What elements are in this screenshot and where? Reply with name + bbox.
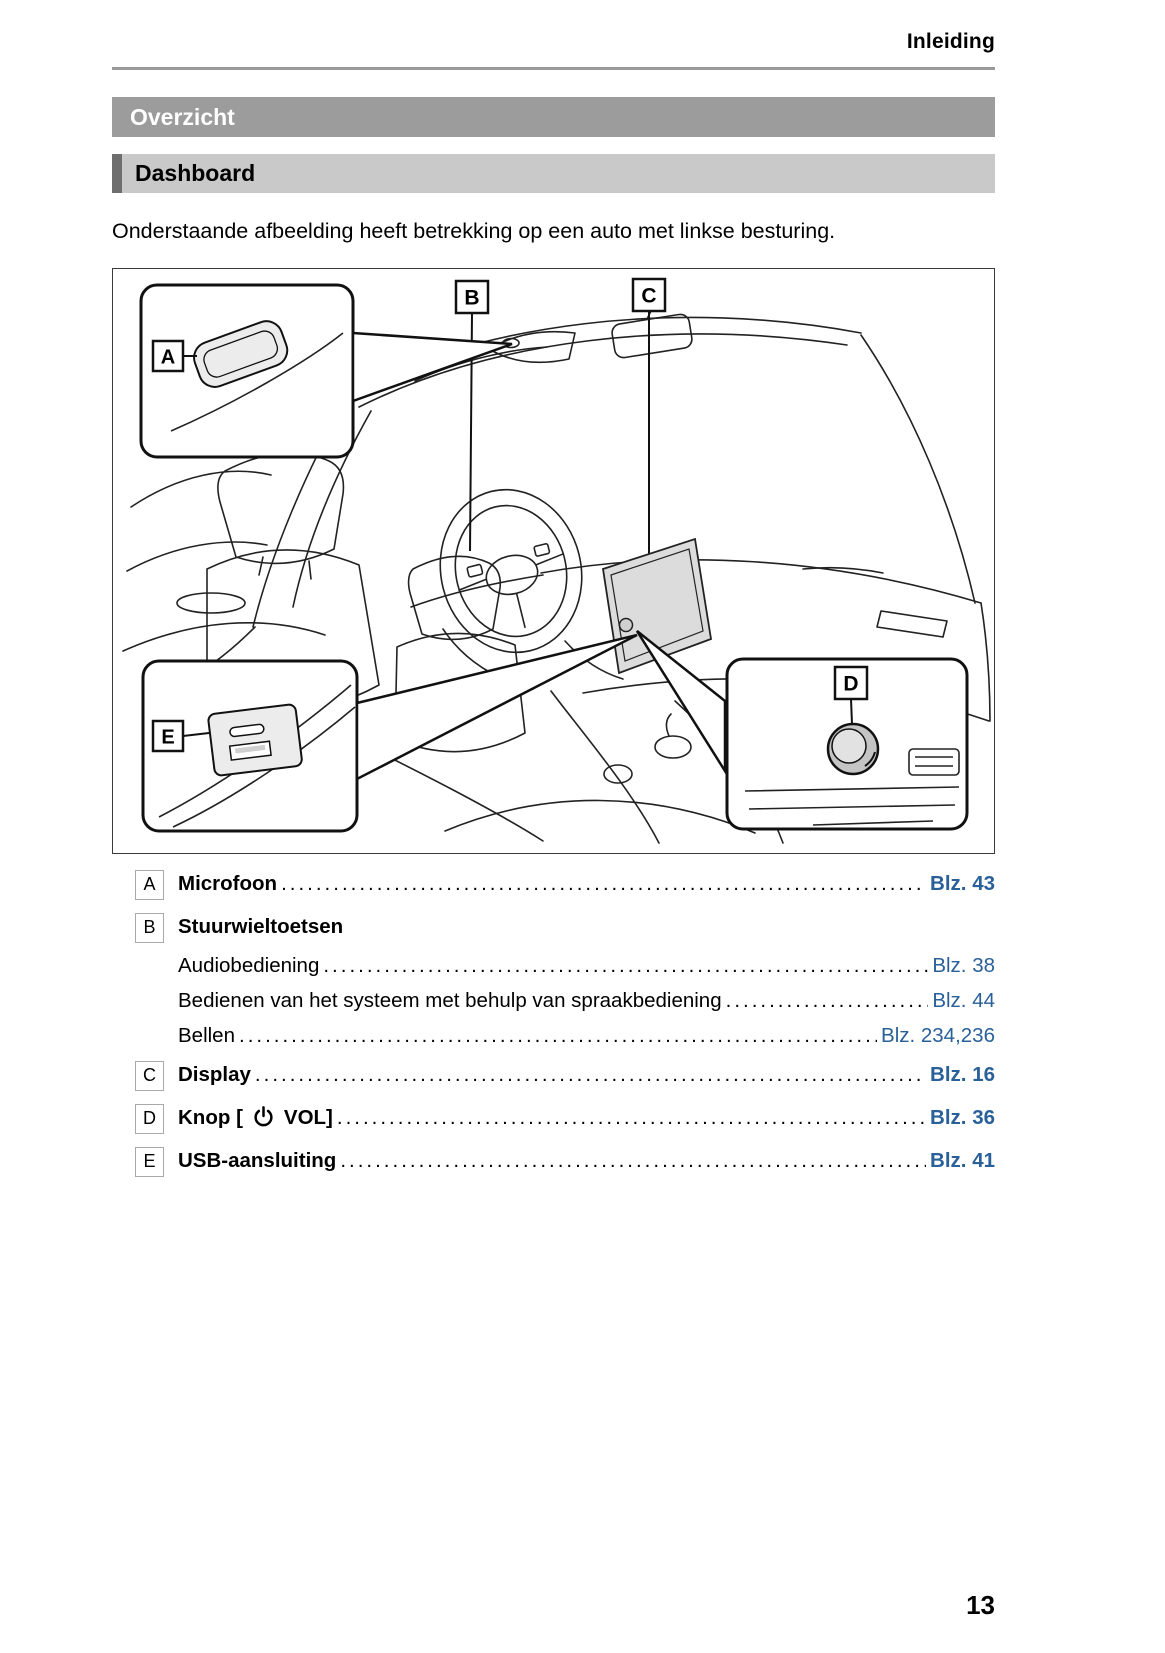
- dot-leader: [726, 989, 929, 1013]
- chapter-title: Inleiding: [906, 30, 995, 53]
- legend-subrow-spraak: Bedienen van het systeem met behulp van …: [135, 989, 995, 1013]
- rearview-mirror: [611, 305, 693, 358]
- legend-row-b: B Stuurwieltoetsen: [135, 912, 995, 943]
- legend-label: VOL]: [283, 1106, 333, 1130]
- volume-knob: [826, 722, 880, 775]
- steering-wheel-buttons-left: [466, 563, 484, 578]
- subsection-title: Dashboard: [135, 160, 256, 186]
- section-banner-overzicht: Overzicht: [112, 97, 995, 137]
- callout-label-e: E: [151, 719, 185, 752]
- inset-knob: D: [635, 629, 969, 831]
- legend-subrow-audio: Audiobediening Blz. 38: [135, 954, 995, 978]
- callout-label-b: B: [454, 279, 490, 314]
- page-reference[interactable]: Blz. 38: [932, 953, 995, 977]
- page-reference[interactable]: Blz. 234,236: [881, 1023, 995, 1047]
- page-reference[interactable]: Blz. 41: [930, 1149, 995, 1173]
- page-reference[interactable]: Blz. 36: [930, 1106, 995, 1130]
- legend-row-e: E USB-aansluiting Blz. 41: [135, 1146, 995, 1177]
- svg-text:C: C: [641, 284, 656, 307]
- legend-sublabel: Bellen: [178, 1023, 235, 1047]
- dot-leader: [337, 1106, 926, 1130]
- callout-key-a: A: [135, 869, 164, 900]
- section-title: Overzicht: [130, 103, 235, 130]
- legend-row-d: D Knop [ VOL] Blz. 36: [135, 1103, 995, 1134]
- usb-c-port: [229, 723, 265, 737]
- callout-key-b: B: [135, 912, 164, 943]
- power-icon: [252, 1105, 275, 1130]
- legend-label: USB-aansluiting: [178, 1149, 337, 1173]
- callout-label-c: C: [631, 277, 667, 312]
- svg-text:E: E: [161, 726, 174, 748]
- steering-wheel: [439, 488, 583, 653]
- legend-sublabel: Audiobediening: [178, 953, 320, 977]
- legend-subrow-bellen: Bellen Blz. 234,236: [135, 1024, 995, 1048]
- steering-wheel-buttons-right: [533, 542, 551, 557]
- legend-row-a: A Microfoon Blz. 43: [135, 869, 995, 900]
- page-reference[interactable]: Blz. 43: [930, 872, 995, 896]
- dashboard-diagram-frame: A E: [112, 267, 995, 854]
- svg-text:B: B: [464, 286, 479, 309]
- usb-panel: [207, 703, 303, 776]
- page-reference[interactable]: Blz. 16: [930, 1063, 995, 1087]
- legend-label: Knop [: [178, 1106, 243, 1130]
- intro-text: Onderstaande afbeelding heeft betrekking…: [112, 219, 836, 243]
- legend-sublabel: Bedienen van het systeem met behulp van …: [178, 988, 722, 1012]
- svg-text:D: D: [843, 672, 858, 695]
- svg-text:A: A: [161, 346, 175, 368]
- section-banner-dashboard: Dashboard: [112, 154, 995, 193]
- legend-label: Stuurwieltoetsen: [178, 915, 344, 939]
- dot-leader: [255, 1063, 926, 1087]
- inset-usb: E: [141, 633, 638, 833]
- gear-shifter: [654, 734, 692, 759]
- dot-leader: [323, 954, 928, 978]
- microphone-grille: [193, 319, 289, 388]
- dot-leader: [340, 1149, 926, 1173]
- console-detail: [744, 747, 960, 826]
- inset-microphone: A: [139, 283, 513, 459]
- page-reference[interactable]: Blz. 44: [932, 988, 995, 1012]
- header-divider: [112, 67, 995, 70]
- dot-leader: [281, 872, 926, 896]
- callout-key-d: D: [135, 1103, 164, 1134]
- page-number: 13: [966, 1590, 995, 1620]
- callout-label-d: D: [833, 665, 869, 700]
- dot-leader: [239, 1024, 877, 1048]
- volume-knob-location: [618, 617, 634, 632]
- legend-row-c: C Display Blz. 16: [135, 1060, 995, 1091]
- banner-left-tab: [112, 154, 122, 193]
- legend-label: Microfoon: [178, 872, 278, 896]
- dashboard-illustration: A E: [122, 277, 991, 844]
- legend-label: Display: [178, 1063, 251, 1087]
- legend: A Microfoon Blz. 43 B Stuurwieltoetsen A…: [112, 869, 995, 1177]
- callout-label-a: A: [151, 339, 185, 372]
- callout-key-c: C: [135, 1060, 164, 1091]
- callout-key-e: E: [135, 1146, 164, 1177]
